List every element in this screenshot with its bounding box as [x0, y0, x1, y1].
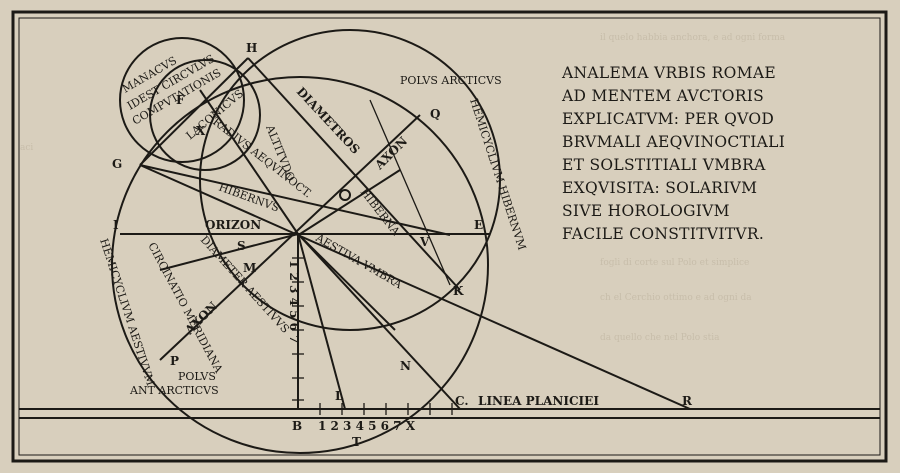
svg-text:fogli di corte sul Polo et sim: fogli di corte sul Polo et simplice	[600, 258, 749, 268]
hemicycle-chord	[369, 99, 451, 286]
vertical-scale-ticks	[292, 257, 304, 401]
svg-text:da quello che nel Polo stia: da quello che nel Polo stia	[600, 333, 720, 343]
inner-frame	[18, 17, 881, 456]
label-hiberna: HIBERNA	[358, 186, 403, 239]
caption-line-1: ANALEMA VRBIS ROMAE	[561, 64, 776, 82]
horizontal-scale-ticks	[319, 403, 453, 415]
point-f: F	[176, 93, 185, 107]
caption-line-3: EXPLICATVM: PER QVOD	[562, 110, 774, 128]
point-i: I	[113, 218, 119, 232]
h-g-line	[139, 57, 249, 166]
outer-frame	[11, 10, 888, 463]
caption-block: ANALEMA VRBIS ROMAE AD MENTEM AVCTORIS E…	[561, 64, 785, 243]
umbra-line-l	[297, 233, 346, 410]
aequinoct-shadow-line	[139, 164, 691, 410]
axon-line	[159, 114, 421, 361]
point-e: E	[474, 218, 483, 232]
umbra-line-c	[297, 233, 461, 410]
point-k: K	[453, 284, 464, 298]
laconicus-circle	[149, 59, 261, 171]
label-ant-arcticus: ANT ARCTICVS	[129, 384, 219, 397]
point-v: V	[419, 235, 430, 249]
label-polus: POLVS	[178, 370, 216, 383]
label-polus-arcticus: POLVS ARCTICVS	[400, 74, 502, 87]
paper-bleed-through: il quelo habbia anchora, e ad ogni forma…	[20, 33, 786, 343]
point-s: S	[237, 239, 246, 253]
point-t: T	[352, 435, 361, 449]
point-g: G	[112, 157, 122, 171]
point-m: M	[243, 261, 256, 275]
hibernum-hemicycle	[199, 29, 501, 331]
center-point	[339, 189, 351, 201]
caption-line-8: FACILE CONSTITVITVR.	[562, 225, 764, 243]
svg-text:ch el Cerchio ottimo e ad ogni: ch el Cerchio ottimo e ad ogni da	[600, 293, 752, 303]
label-hibernus: HIBERNVS	[217, 181, 281, 215]
caption-line-4: BRVMALI AEQVINOCTIALI	[562, 133, 785, 151]
caption-line-6: EXQVISITA: SOLARIVM	[562, 179, 757, 197]
svg-text:il quelo habbia anchora, e ad: il quelo habbia anchora, e ad ogni forma	[600, 33, 786, 43]
label-orizon: ORIZON	[205, 218, 261, 232]
point-l: L	[335, 389, 344, 403]
radius-aequinoct-line	[139, 164, 451, 236]
aestivum-hemicycle	[111, 76, 489, 454]
caption-line-2: AD MENTEM AVCTORIS	[561, 87, 764, 105]
label-scale-vertical: 1 2 3 4 5 6 7	[287, 260, 301, 344]
laconicus-line	[199, 89, 299, 235]
point-c: C.	[455, 394, 469, 408]
caption-line-7: SIVE HOROLOGIVM	[562, 202, 730, 220]
diametros-line	[247, 57, 461, 291]
svg-text:aci: aci	[20, 143, 33, 153]
hiberna-line	[299, 169, 401, 235]
point-p: P	[170, 354, 179, 368]
point-b: B	[292, 419, 302, 433]
caption-line-5: ET SOLSTITIALI VMBRA	[562, 156, 766, 174]
point-x: X	[196, 124, 206, 138]
point-n: N	[400, 359, 411, 373]
point-r: R	[682, 394, 693, 408]
point-h: H	[246, 41, 257, 55]
label-linea-planiciei: LINEA PLANICIEI	[478, 394, 599, 408]
label-scale-horizontal: 1 2 3 4 5 6 7 X	[318, 419, 416, 433]
circinatio-line	[159, 233, 299, 271]
label-hemicyclium-aestivum: HEMICYCLIVM AESTIVVM	[97, 237, 157, 387]
menacus-circle	[119, 37, 245, 163]
point-q: Q	[430, 107, 440, 121]
label-axon-top: AXON	[372, 134, 411, 173]
